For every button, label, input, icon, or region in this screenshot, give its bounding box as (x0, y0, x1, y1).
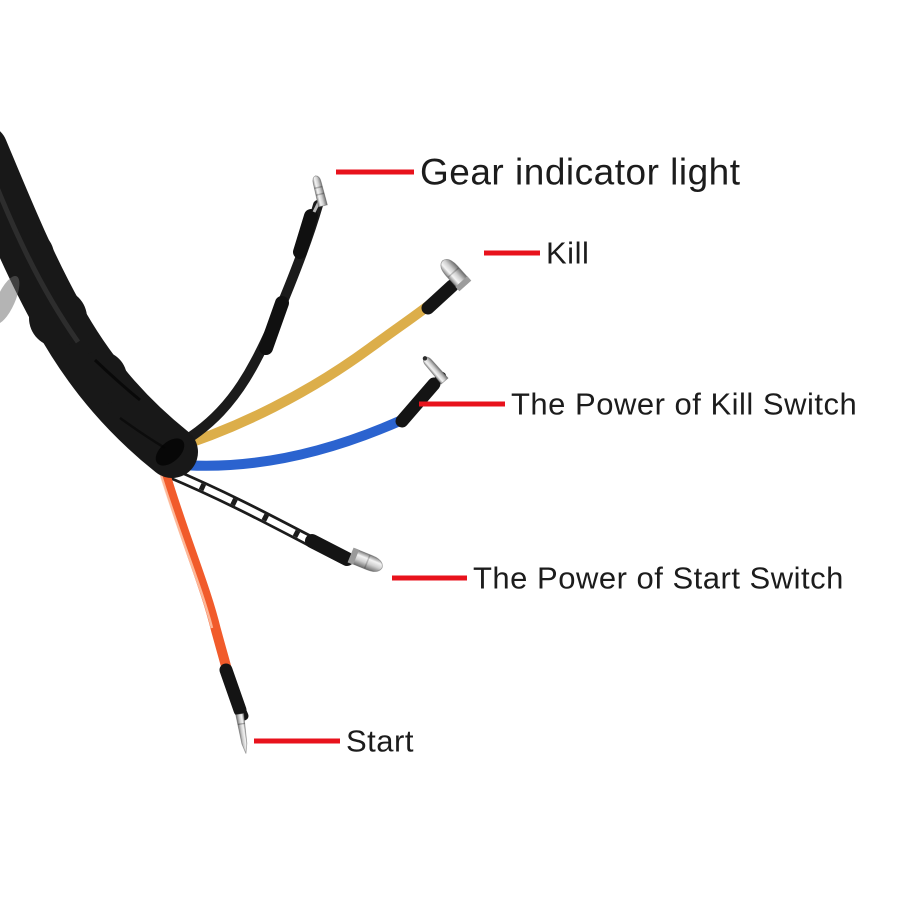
wire-label-kill: Kill (546, 235, 590, 271)
black-wire-shrink-upper (293, 209, 318, 259)
sleeve-tape-sheen (0, 275, 20, 325)
kill-wire-terminal (436, 255, 472, 292)
sleeve-opening (155, 438, 185, 466)
kill-switch-power-terminal (420, 354, 449, 385)
wire-label-gear-indicator-light: Gear indicator light (420, 151, 741, 193)
start-switch-power-terminal (347, 547, 386, 576)
white-wire-shrink (305, 534, 354, 566)
wire-label-start: Start (346, 723, 414, 759)
sleeve-highlight (0, 188, 81, 344)
gear-wire-terminal (310, 174, 328, 208)
wire-label-kill-switch-power: The Power of Kill Switch (511, 386, 858, 422)
start-wire-terminal (235, 712, 251, 755)
blue-wire (165, 415, 407, 471)
wire-label-start-switch-power: The Power of Start Switch (473, 560, 844, 596)
blue-wire-shrink (395, 377, 441, 428)
sleeve-wrinkle-1 (93, 358, 141, 402)
yellow-wire (163, 296, 439, 455)
orange-wire (159, 465, 232, 675)
white-wire (164, 468, 318, 547)
black-wire-shrink-lower (259, 296, 289, 355)
sleeve-wrinkle-2 (119, 416, 166, 450)
yellow-wire-shrink (421, 279, 459, 315)
harness-sleeve (0, 131, 198, 478)
orange-wire-highlight (158, 471, 214, 629)
